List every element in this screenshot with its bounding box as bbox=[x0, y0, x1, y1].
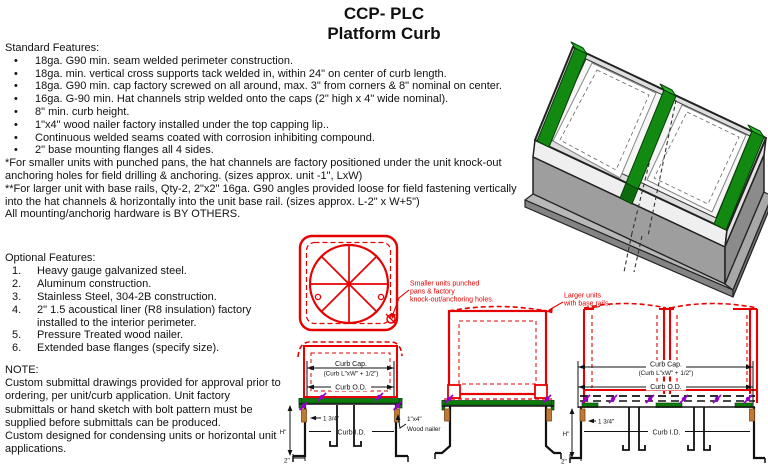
hardware-note: All mounting/anchorig hardware is BY OTH… bbox=[5, 208, 241, 221]
pan bbox=[552, 62, 657, 179]
smaller-units-annotation: Smaller units punched pans & factory kno… bbox=[410, 281, 494, 304]
wood-nailer bbox=[301, 408, 307, 423]
bullet-glyph: • bbox=[14, 67, 18, 80]
curb-od-label: Curb O.D. bbox=[650, 384, 682, 391]
curb-id-label: Curb I.D. bbox=[652, 430, 680, 437]
larger-units-note: **For larger unit with base rails, Qty-2… bbox=[5, 182, 517, 208]
base-rail bbox=[534, 384, 548, 399]
svg-text:1"x4": 1"x4" bbox=[407, 416, 422, 423]
title-line2: Platform Curb bbox=[327, 24, 441, 43]
curb-cap-formula-label: (Curb L"xW" + 1/2") bbox=[324, 371, 379, 378]
section-smaller-unit: Curb Cap. (Curb L"xW" + 1/2") Curb O.D. bbox=[280, 341, 409, 465]
cap-angle-green bbox=[581, 402, 753, 408]
bullet-glyph: • bbox=[14, 80, 18, 93]
optional-item: 5.Pressure Treated wood nailer. bbox=[12, 329, 184, 342]
dim-2-label: 2" bbox=[284, 458, 290, 465]
title-line1: CCP- PLC bbox=[343, 4, 425, 23]
wood-nailer bbox=[394, 408, 400, 423]
hat-channel-green bbox=[536, 41, 765, 231]
wood-nailer bbox=[546, 408, 552, 422]
standard-features-heading: Standard Features: bbox=[5, 42, 100, 54]
feature-item: •1"x4" wood nailer factory installed und… bbox=[5, 119, 527, 132]
bullet-glyph: • bbox=[14, 105, 18, 118]
larger-units-annotation: Larger units with base rails. bbox=[546, 293, 610, 314]
optional-features-section: Optional Features: 1.Heavy gauge galvani… bbox=[5, 252, 290, 355]
curb-cap-label: Curb Cap. bbox=[335, 361, 367, 368]
hat-channel-section bbox=[329, 405, 362, 447]
curb-id-label: Curb I.D. bbox=[337, 430, 365, 437]
bullet-glyph: • bbox=[14, 54, 18, 67]
wood-nailer-callout: 1"x4" Wood nailer bbox=[395, 414, 441, 433]
dim-h-label: H" bbox=[563, 431, 570, 438]
bullet-glyph: • bbox=[14, 93, 18, 106]
dim-2-label: 2" bbox=[561, 459, 567, 466]
feature-item: •18ga. G90 min. cap factory screwed on a… bbox=[5, 80, 527, 93]
svg-text:Larger units: Larger units bbox=[564, 293, 601, 300]
note-paragraph: Custom designed for condensing units or … bbox=[5, 430, 277, 456]
note-section: NOTE: Custom submittal drawings provided… bbox=[5, 364, 281, 456]
feature-item: •18ga. G90 min. seam welded perimeter co… bbox=[5, 55, 527, 68]
leader-line bbox=[392, 289, 410, 315]
bullet-glyph: • bbox=[14, 131, 18, 144]
optional-item: 6.Extended base flanges (specify size). bbox=[12, 342, 220, 355]
dim-1-3-4-label: 1 3/4" bbox=[598, 419, 614, 426]
standard-features-section: Standard Features: •18ga. G90 min. seam … bbox=[5, 42, 527, 221]
note-heading: NOTE: bbox=[5, 364, 39, 376]
optional-item: 4.2" 1.5 acoustical liner (R8 insulation… bbox=[12, 303, 252, 329]
note-paragraph: Custom submittal drawings provided for a… bbox=[5, 377, 281, 429]
section-larger-unit bbox=[434, 305, 562, 459]
smaller-units-note: *For smaller units with punched pans, th… bbox=[5, 157, 502, 182]
page-title: CCP- PLC Platform Curb bbox=[0, 4, 768, 44]
wood-nailer bbox=[444, 408, 450, 422]
pan bbox=[646, 104, 747, 213]
corner-anchor-detail bbox=[386, 314, 396, 324]
curb-cap-label: Curb Cap. bbox=[650, 362, 682, 369]
bullet-glyph: • bbox=[14, 118, 18, 131]
svg-text:knock-out/anchoring holes.: knock-out/anchoring holes. bbox=[410, 297, 494, 304]
section-larger-unit-long: Curb Cap. (Curb L"xW" + 1/2") Curb O.D. bbox=[561, 302, 766, 466]
feature-item: •16ga. G-90 min. Hat channels strip weld… bbox=[5, 93, 527, 106]
hat-channel-section bbox=[622, 407, 711, 451]
bullet-glyph: • bbox=[14, 144, 18, 157]
knockout-hole bbox=[377, 293, 385, 301]
wood-nailer bbox=[579, 408, 586, 422]
base-rail bbox=[447, 384, 461, 399]
unit-outline bbox=[447, 309, 548, 396]
knockout-hole bbox=[314, 293, 322, 301]
feature-item: •Continuous welded seams coated with cor… bbox=[5, 132, 527, 145]
curb-od-label: Curb O.D. bbox=[335, 385, 367, 392]
svg-text:with base rails.: with base rails. bbox=[563, 301, 610, 308]
svg-text:pans & factory: pans & factory bbox=[410, 289, 455, 296]
curb-cap-formula-label: (Curb L"xW" + 1/2") bbox=[639, 370, 694, 377]
svg-text:Wood nailer: Wood nailer bbox=[407, 426, 441, 433]
optional-item: 2.Aluminum construction. bbox=[12, 277, 152, 290]
feature-item: •8" min. curb height. bbox=[5, 106, 527, 119]
feature-item: •18ga. min. vertical cross supports tack… bbox=[5, 68, 527, 81]
screw-fastener bbox=[743, 394, 753, 404]
svg-text:Smaller units punched: Smaller units punched bbox=[410, 281, 479, 288]
wood-nailer bbox=[749, 408, 755, 422]
dim-1-3-4-label: 1 3/4" bbox=[323, 416, 339, 423]
optional-item: 3.Stainless Steel, 304-2B construction. bbox=[12, 290, 217, 303]
curb-walls bbox=[434, 406, 562, 459]
optional-item: 1.Heavy gauge galvanized steel. bbox=[12, 264, 187, 277]
optional-features-heading: Optional Features: bbox=[5, 252, 96, 264]
fan-spokes bbox=[310, 245, 388, 323]
feature-item: •2" base mounting flanges all 4 sides. bbox=[5, 144, 527, 157]
plan-view-smaller-unit bbox=[298, 234, 410, 332]
dim-h-label: H" bbox=[280, 429, 287, 436]
isometric-curb-drawing bbox=[524, 41, 768, 298]
